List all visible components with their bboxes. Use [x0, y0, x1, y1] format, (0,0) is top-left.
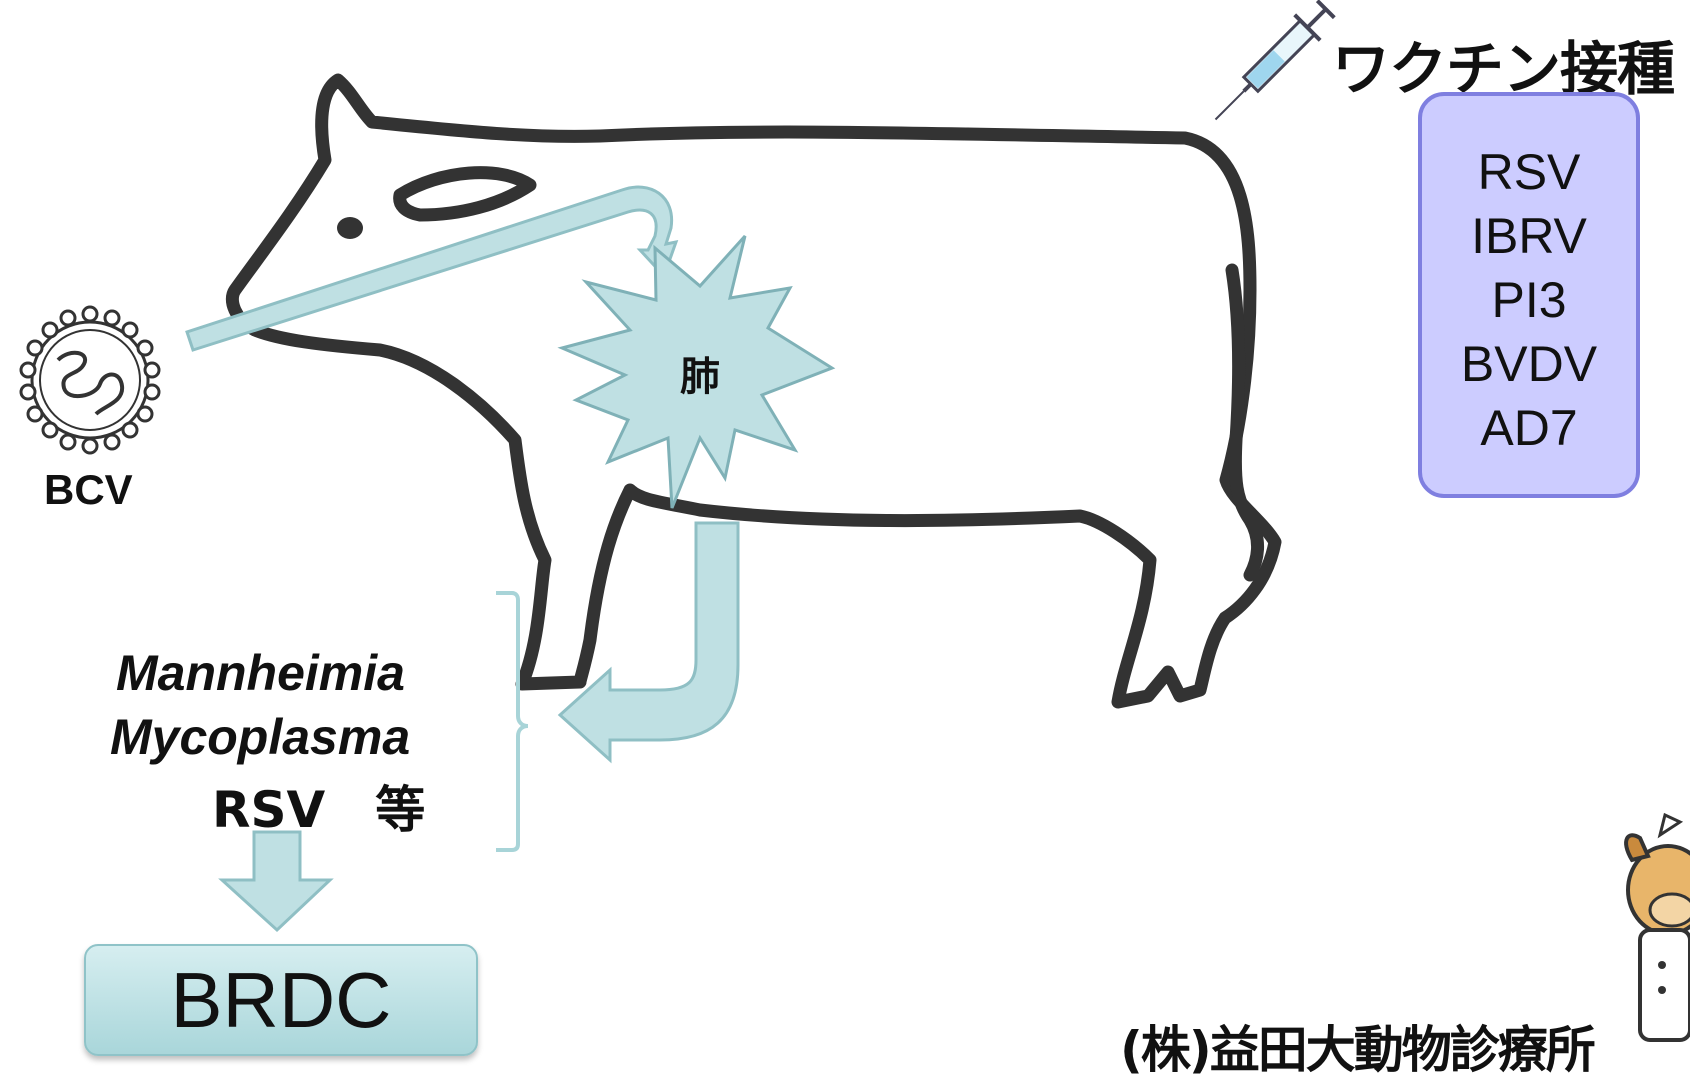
vaccine-item: IBRV	[1471, 208, 1587, 264]
outcome-box: BRDC	[84, 944, 478, 1056]
virus-icon	[19, 305, 161, 455]
pathogen-item: Mycoplasma	[110, 709, 411, 765]
syringe-icon	[1214, 0, 1336, 121]
vaccine-item: RSV	[1477, 144, 1581, 200]
infection-path-arrow	[185, 185, 679, 352]
mascot-icon	[1624, 812, 1690, 1042]
vaccine-list-box: RSV IBRV PI3 BVDV AD7	[1418, 92, 1640, 498]
pathogen-bracket	[496, 591, 529, 852]
down-arrow	[218, 830, 334, 933]
pathogen-item: Mannheimia	[116, 645, 405, 701]
vaccine-item: BVDV	[1460, 336, 1598, 392]
outcome-label: BRDC	[170, 956, 392, 1044]
pathogen-item: RSV 等	[212, 781, 426, 839]
vaccination-title: ワクチン接種	[1332, 35, 1675, 103]
vaccine-item: PI3	[1491, 272, 1567, 328]
clinic-name: (株)益田大動物診療所	[1120, 1021, 1596, 1079]
bacteria-arrow	[557, 521, 740, 764]
virus-label: BCV	[44, 466, 133, 513]
lung-label: 肺	[680, 354, 720, 400]
cow-eye	[337, 217, 363, 239]
cow-outline	[225, 73, 1282, 709]
vaccine-item: AD7	[1480, 400, 1578, 456]
starburst-icon	[557, 234, 836, 509]
